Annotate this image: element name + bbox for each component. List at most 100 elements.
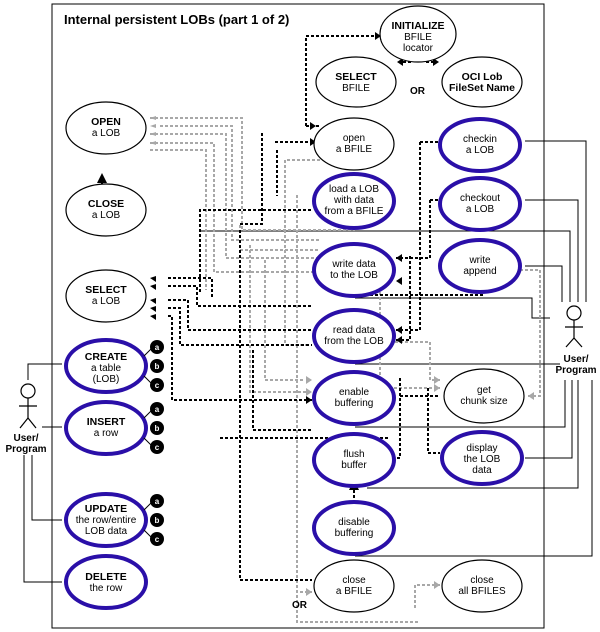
link-checkout xyxy=(525,199,579,302)
arrow-init xyxy=(375,32,381,40)
use-case-disable-buffering[interactable]: disable buffering xyxy=(312,500,396,556)
svg-text:a row: a row xyxy=(94,428,119,439)
use-case-create-table[interactable]: CREATE a table (LOB) xyxy=(64,338,148,394)
link-append xyxy=(525,265,563,302)
svg-text:close: close xyxy=(470,575,494,586)
svg-text:a BFILE: a BFILE xyxy=(336,586,372,597)
svg-text:DELETE: DELETE xyxy=(85,571,126,583)
use-case-oci-lob-fileset-name[interactable]: OCI Lob FileSet Name xyxy=(441,56,523,108)
badge-c xyxy=(150,378,164,392)
badge-a xyxy=(150,340,164,354)
svg-text:c: c xyxy=(155,535,160,544)
svg-text:SELECT: SELECT xyxy=(335,71,377,83)
svg-text:CREATE: CREATE xyxy=(85,351,127,363)
use-case-write-append[interactable]: write append xyxy=(438,238,522,294)
svg-text:append: append xyxy=(463,266,496,277)
svg-text:from the LOB: from the LOB xyxy=(324,336,384,347)
use-case-delete-row[interactable]: DELETE the row xyxy=(64,554,148,610)
svg-text:checkout: checkout xyxy=(460,193,500,204)
use-case-open-a-lob[interactable]: OPEN a LOB xyxy=(65,101,147,155)
use-case-get-chunk-size[interactable]: get chunk size xyxy=(443,368,525,424)
svg-text:BFILE: BFILE xyxy=(342,83,370,94)
svg-text:INITIALIZE: INITIALIZE xyxy=(391,20,444,32)
svg-text:a LOB: a LOB xyxy=(466,145,495,156)
svg-text:buffering: buffering xyxy=(335,528,374,539)
svg-text:get: get xyxy=(477,385,491,396)
actor-head-icon xyxy=(566,305,582,321)
svg-text:OPEN: OPEN xyxy=(91,116,121,128)
svg-text:User/: User/ xyxy=(13,433,38,444)
link-create xyxy=(27,363,62,380)
svg-text:flush: flush xyxy=(343,449,364,460)
badges-update: a b c xyxy=(143,494,164,546)
or-label-top: OR xyxy=(410,86,426,97)
use-case-close-bfile[interactable]: close a BFILE xyxy=(313,559,395,613)
use-case-select-a-lob[interactable]: SELECT a LOB xyxy=(65,269,147,323)
right-actor-links xyxy=(200,140,593,557)
use-case-read-data[interactable]: read data from the LOB xyxy=(312,308,396,364)
svg-text:b: b xyxy=(155,424,160,433)
use-case-checkout[interactable]: checkout a LOB xyxy=(438,176,522,232)
actor-left-user-program: User/ Program xyxy=(5,383,47,455)
use-case-enable-buffering[interactable]: enable buffering xyxy=(312,370,396,426)
badge-a xyxy=(150,494,164,508)
use-case-write-data[interactable]: write data to the LOB xyxy=(312,242,396,298)
use-case-close-all-bfiles[interactable]: close all BFILES xyxy=(441,559,523,613)
use-case-close-a-lob[interactable]: CLOSE a LOB xyxy=(65,183,147,237)
svg-text:a LOB: a LOB xyxy=(92,128,121,139)
svg-text:disable: disable xyxy=(338,517,370,528)
svg-text:display: display xyxy=(466,443,497,454)
use-case-load-lob-from-bfile[interactable]: load a LOB with data from a BFILE xyxy=(312,172,396,230)
badge-b xyxy=(150,421,164,435)
svg-text:a LOB: a LOB xyxy=(466,204,495,215)
use-case-flush-buffer[interactable]: flush buffer xyxy=(312,432,396,488)
use-case-select-bfile[interactable]: SELECT BFILE xyxy=(315,56,397,108)
svg-text:the row/entire: the row/entire xyxy=(76,515,137,526)
svg-text:User/: User/ xyxy=(563,354,588,365)
svg-text:UPDATE: UPDATE xyxy=(85,503,127,515)
svg-text:OCI Lob: OCI Lob xyxy=(462,71,503,83)
svg-text:buffer: buffer xyxy=(341,460,367,471)
link-disable xyxy=(355,380,593,557)
svg-text:a LOB: a LOB xyxy=(92,296,121,307)
svg-text:a LOB: a LOB xyxy=(92,210,121,221)
svg-text:write: write xyxy=(468,255,491,266)
svg-text:the LOB: the LOB xyxy=(464,454,501,465)
badge-b xyxy=(150,513,164,527)
svg-text:a: a xyxy=(155,497,160,506)
svg-text:read data: read data xyxy=(333,325,376,336)
use-case-insert-row[interactable]: INSERT a row xyxy=(64,400,148,456)
svg-text:write data: write data xyxy=(331,259,376,270)
arrow-close-open xyxy=(97,173,107,183)
use-case-display-lob-data[interactable]: display the LOB data xyxy=(440,430,524,486)
arrowheads xyxy=(97,32,534,596)
link-update xyxy=(31,455,62,521)
use-case-open-bfile[interactable]: open a BFILE xyxy=(313,117,395,171)
svg-text:a table: a table xyxy=(91,363,121,374)
svg-text:data: data xyxy=(472,465,492,476)
svg-text:chunk size: chunk size xyxy=(460,396,508,407)
svg-text:Program: Program xyxy=(555,365,596,376)
svg-text:load a LOB: load a LOB xyxy=(329,184,379,195)
diagram-title: Internal persistent LOBs (part 1 of 2) xyxy=(64,12,289,27)
svg-text:a: a xyxy=(155,343,160,352)
svg-text:buffering: buffering xyxy=(335,398,374,409)
svg-text:to the LOB: to the LOB xyxy=(330,270,378,281)
svg-text:Program: Program xyxy=(5,444,46,455)
use-case-initialize-bfile-locator[interactable]: INITIALIZE BFILE locator xyxy=(379,5,457,63)
use-case-checkin[interactable]: checkin a LOB xyxy=(438,117,522,173)
svg-text:close: close xyxy=(342,575,366,586)
svg-text:enable: enable xyxy=(339,387,369,398)
svg-text:FileSet Name: FileSet Name xyxy=(449,82,515,94)
left-actor-links xyxy=(23,363,62,583)
link-checkin xyxy=(525,140,587,302)
link-enable xyxy=(355,380,566,428)
use-case-update-row[interactable]: UPDATE the row/entire LOB data xyxy=(64,492,148,548)
gdash-1 xyxy=(150,117,355,231)
kdash-init xyxy=(305,35,375,126)
svg-text:with data: with data xyxy=(333,195,374,206)
actor-head-icon xyxy=(20,383,36,399)
link-display xyxy=(525,380,573,459)
svg-text:open: open xyxy=(343,133,365,144)
